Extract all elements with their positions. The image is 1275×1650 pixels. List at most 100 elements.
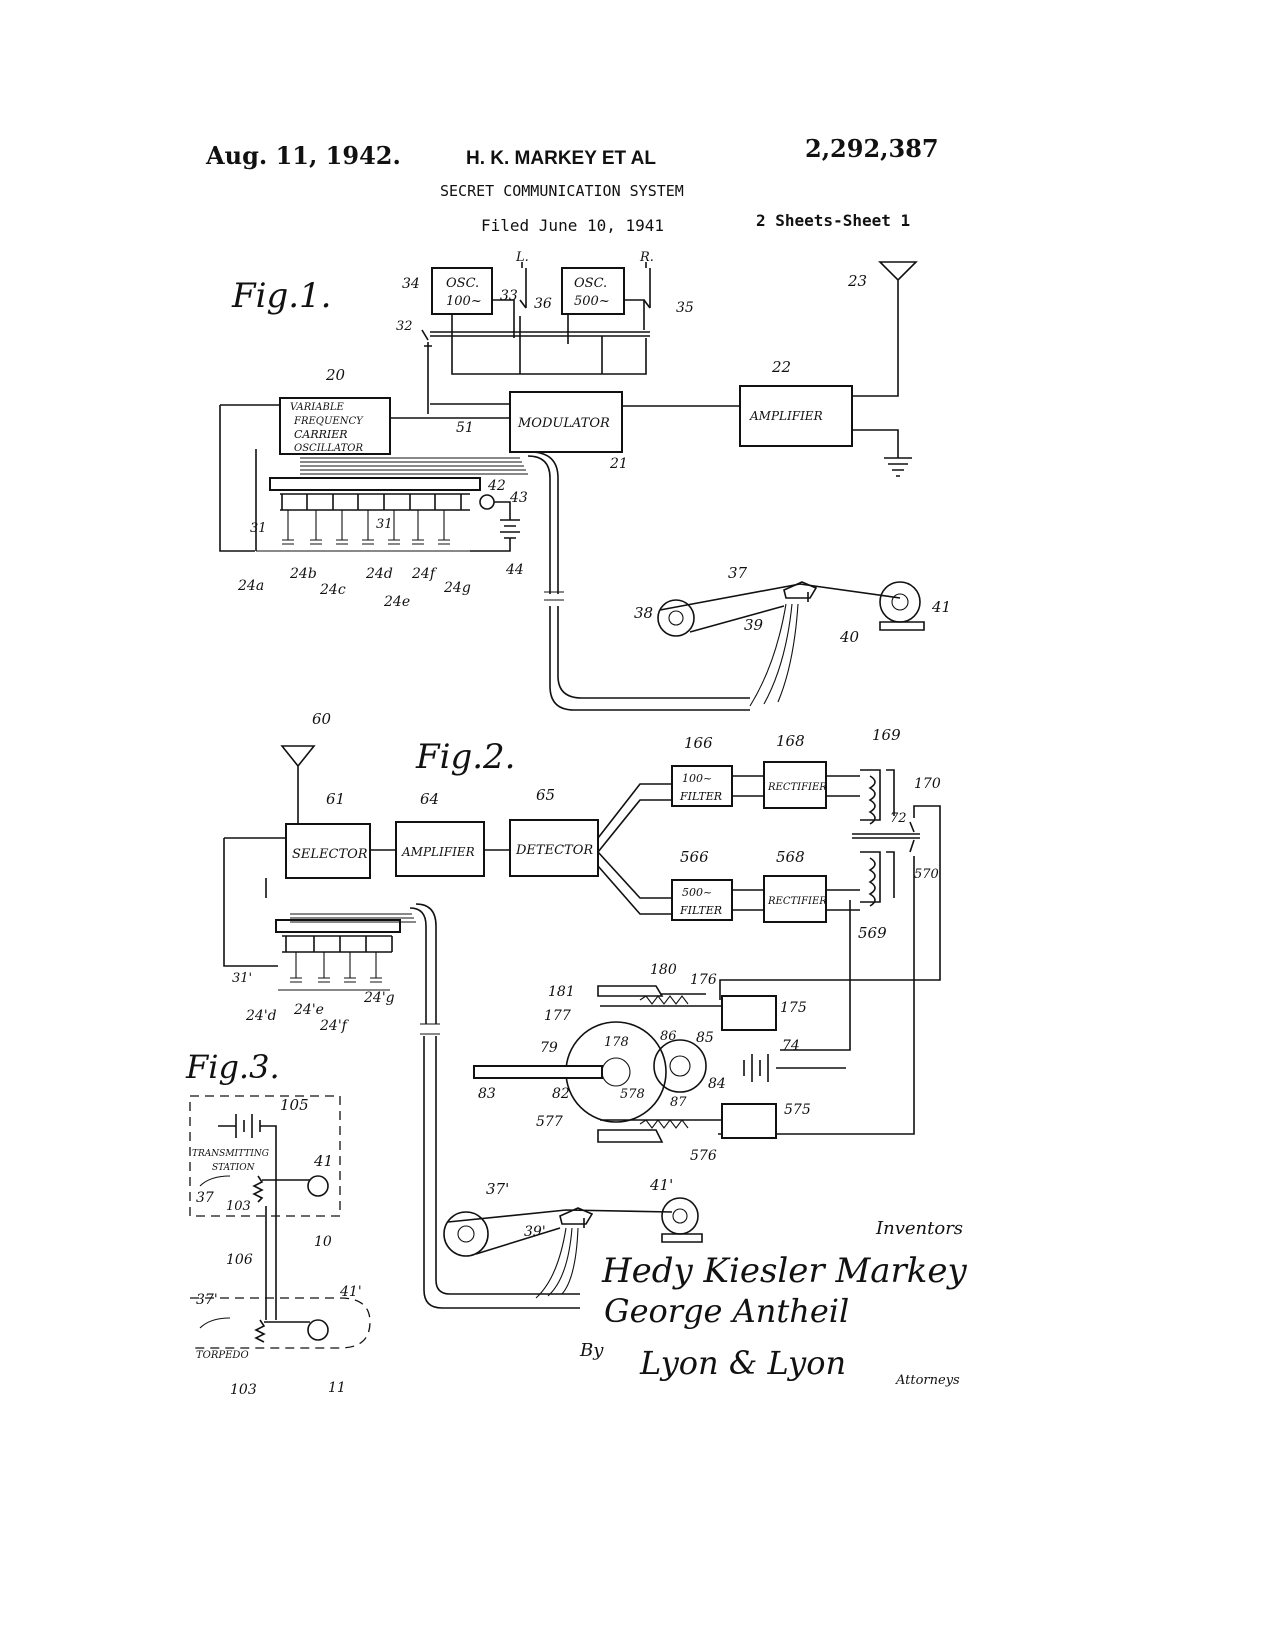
filter-500-line1: 500~ [682, 886, 712, 899]
fig1-ref-24d: 24d [365, 566, 393, 582]
fig2-ref-168: 168 [776, 732, 805, 750]
motor-41p-core [672, 1208, 688, 1224]
fig2-ref-24pe: 24'e [293, 1002, 324, 1018]
osc-100-line2: 100~ [446, 294, 482, 309]
potentiometer-103b [254, 1319, 310, 1343]
amplifier-label-fig2: AMPLIFIER [401, 845, 475, 859]
escapement-spring-top [639, 995, 689, 1005]
signature-george: George Antheil [604, 1292, 849, 1330]
filter-500-line2: FILTER [679, 904, 722, 917]
cable-down [527, 451, 559, 594]
head-cable [749, 603, 799, 707]
amplifier-label-fig1: AMPLIFIER [749, 409, 823, 423]
fig3-label: Fig.3. [185, 1048, 280, 1086]
fig2-switch-bar [275, 919, 401, 933]
osc-500-line1: OSC. [574, 276, 607, 291]
rectifier-top-box [763, 761, 827, 809]
fig2-condensers [278, 952, 390, 991]
fig2-ref-39p: 39' [524, 1224, 546, 1240]
by-label: By [579, 1340, 604, 1361]
relay-armature-72 [852, 821, 920, 853]
motor-41-fig3 [307, 1175, 329, 1197]
fig2-ref-85: 85 [696, 1030, 714, 1046]
fig2-ref-24pf: 24'f [319, 1018, 350, 1034]
relay-569 [860, 851, 895, 907]
signature-block: Inventors Hedy Kiesler Markey George Ant… [579, 1218, 968, 1388]
fig2-ref-175: 175 [780, 1000, 807, 1016]
attorneys-label: Attorneys [895, 1373, 960, 1388]
fig1-ref-32: 32 [396, 319, 413, 334]
fig2-cable [290, 913, 416, 923]
motor-41-core [891, 593, 909, 611]
station-line1: TRANSMITTING [192, 1149, 269, 1159]
fig1-ref-24e: 24e [383, 594, 410, 610]
condensers [256, 510, 470, 552]
patent-date: Aug. 11, 1942. [205, 141, 401, 170]
figure-3: Fig.3. TRANSMITTING STATION TORPEDO 105 … [185, 1048, 371, 1398]
cable-51 [300, 457, 528, 475]
fig1-ref-21: 21 [609, 456, 628, 472]
fig3-ref-11: 11 [328, 1380, 346, 1396]
selector-box [285, 823, 371, 879]
fig2-ref-65: 65 [536, 786, 555, 804]
filter-100-line2: FILTER [679, 790, 722, 803]
station-outline [189, 1095, 341, 1217]
potentiometer-103a [252, 1175, 310, 1320]
fig3-ref-37p: 37' [196, 1292, 218, 1308]
tape-37p-fig3 [199, 1317, 231, 1329]
amplifier-box-fig1 [739, 385, 853, 447]
fig2-ref-64: 64 [420, 790, 439, 808]
fig2-ref-166: 166 [684, 734, 713, 752]
fig2-ref-176: 176 [690, 972, 717, 988]
fig1-ref-43: 43 [509, 490, 528, 506]
antenna-60 [280, 745, 316, 824]
fig2-main-wiring [223, 775, 860, 967]
fig3-ref-37: 37 [196, 1190, 214, 1206]
cable-break [544, 591, 564, 601]
fig2-ref-569: 569 [858, 924, 887, 942]
fig1-ref-37: 37 [728, 564, 748, 582]
fig1-ref-39: 39 [744, 616, 764, 634]
fig1-ref-31b: 31 [376, 517, 393, 532]
fig2-ref-180: 180 [650, 962, 677, 978]
fig2-ref-575: 575 [784, 1102, 811, 1118]
fig2-ref-177: 177 [544, 1008, 571, 1024]
rectifier-bottom-box [763, 875, 827, 923]
magnet-575 [721, 1103, 777, 1139]
fig2-ref-570: 570 [914, 867, 939, 882]
figure-2: Fig.2. SELECTOR AMPLIFIER DETECTOR 100~ … [223, 710, 941, 1309]
filter-500-box [671, 879, 733, 921]
patent-title: SECRET COMMUNICATION SYSTEM [440, 182, 684, 200]
head-39p-cable [535, 1227, 579, 1299]
fig2-ref-83: 83 [478, 1086, 496, 1102]
motor-41-base [879, 621, 925, 631]
tape-37p [447, 1209, 673, 1255]
shaft-83 [473, 1065, 603, 1079]
fig1-ref-33: 33 [500, 288, 518, 304]
fig1-ref-24f: 24f [411, 566, 438, 582]
fig2-ref-79: 79 [540, 1040, 558, 1056]
supply-roll-38-core [668, 610, 684, 626]
switch-bank [280, 493, 470, 511]
osc-500-box [561, 267, 625, 315]
osc-wiring [451, 299, 647, 375]
osc-500-line2: 500~ [574, 294, 610, 309]
fig2-ref-61: 61 [326, 790, 345, 808]
switch-r-label: R. [639, 250, 654, 265]
torpedo-outline [190, 1297, 371, 1349]
fig2-ref-72: 72 [890, 811, 907, 826]
head-39 [783, 581, 818, 602]
fig1-ref-38: 38 [634, 604, 653, 622]
battery-105 [218, 1114, 277, 1194]
fig1-ref-24g: 24g [443, 580, 471, 596]
inventors-label: Inventors [875, 1218, 963, 1239]
motor-41p [661, 1197, 699, 1235]
ratchet-hub-82 [601, 1057, 631, 1087]
station-line2: STATION [212, 1163, 256, 1173]
magnet-175 [721, 995, 777, 1031]
gear-86 [653, 1039, 707, 1093]
signature-hedy: Hedy Kiesler Markey [601, 1251, 968, 1291]
fig1-ref-31a: 31 [250, 521, 267, 536]
relay-169 [860, 769, 895, 825]
fig2-ref-82: 82 [552, 1086, 570, 1102]
